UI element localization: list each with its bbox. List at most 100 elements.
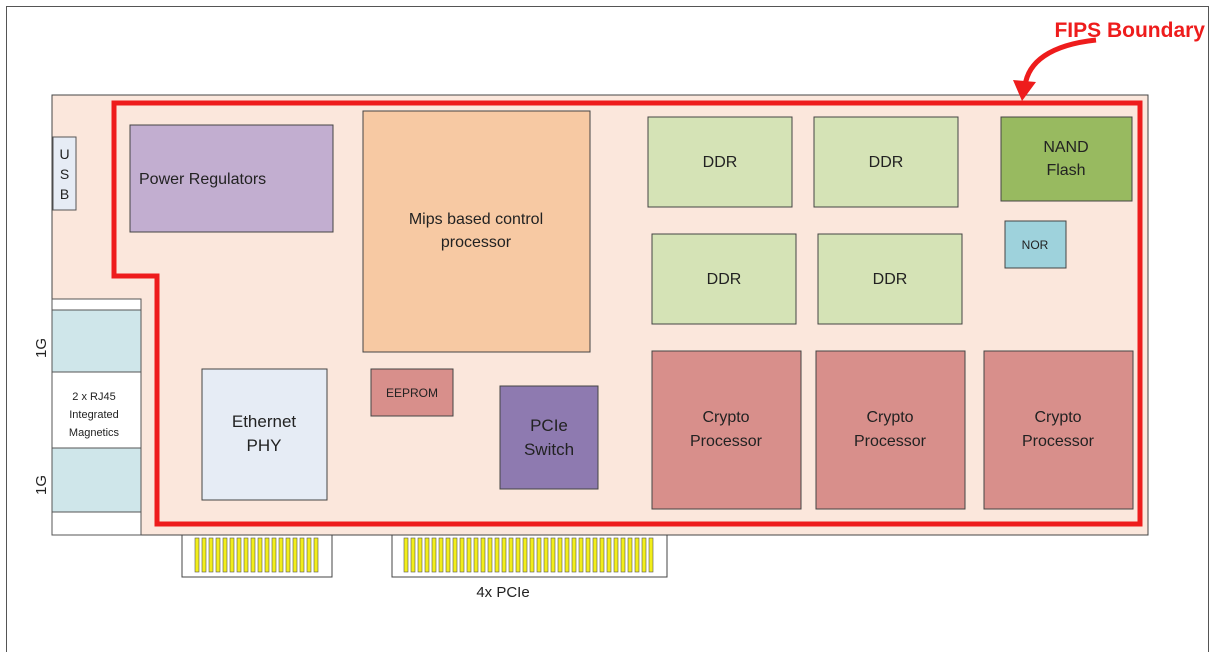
edge-connector-pcie-pin (620, 537, 626, 573)
edge-connector-pcie-pin (480, 537, 486, 573)
ddr-label-2: DDR (869, 154, 904, 171)
edge-connector-left-pin (208, 537, 214, 573)
edge-connector-pcie-pin (529, 537, 535, 573)
edge-connector-left-pins (194, 537, 319, 573)
power-regulators-block (129, 124, 334, 233)
crypto-processor-label-1-line-2: Processor (690, 433, 763, 450)
nor-label: NOR (1022, 238, 1049, 252)
edge-connector-left-pin (278, 537, 284, 573)
rj45-port-bottom (51, 447, 142, 513)
edge-connector-pcie-pins (403, 537, 654, 573)
edge-connector-pcie-pin (466, 537, 472, 573)
edge-connector-left-pin (229, 537, 235, 573)
nand-flash-label-line-2: Flash (1046, 162, 1085, 179)
edge-connector-pcie-pin (410, 537, 416, 573)
fips-boundary-arrowhead (1013, 80, 1036, 101)
edge-connector-left-pin (250, 537, 256, 573)
fips-boundary-title: FIPS Boundary (1054, 19, 1205, 42)
edge-connector-pcie-pin (452, 537, 458, 573)
edge-connector-pcie-pin (564, 537, 570, 573)
edge-connector-pcie-pin (571, 537, 577, 573)
power-regulators-label: Power Regulators (139, 171, 266, 188)
edge-connector-left-pin (313, 537, 319, 573)
ddr-label-1: DDR (703, 154, 738, 171)
edge-connector-pcie-pin (494, 537, 500, 573)
control-processor-block (362, 110, 591, 353)
edge-connector-pcie-pin (403, 537, 409, 573)
crypto-processor-label-3-line-2: Processor (1022, 433, 1095, 450)
edge-connector-pcie-pin (543, 537, 549, 573)
edge-connector-pcie-pin (459, 537, 465, 573)
control-processor-label-line-1: Mips based control (409, 211, 543, 228)
crypto-processor-block-2 (815, 350, 966, 510)
edge-connector-left-pin (271, 537, 277, 573)
edge-connector-pcie-pin (599, 537, 605, 573)
edge-connector-pcie-pin (473, 537, 479, 573)
edge-connector-pcie-pin (585, 537, 591, 573)
port-speed-label-bottom: 1G (33, 475, 50, 495)
diagram-frame (6, 6, 1209, 652)
ethernet-phy-label-line-1: Ethernet (232, 412, 297, 431)
edge-connector-pcie-pin (438, 537, 444, 573)
crypto-processor-block-3 (983, 350, 1134, 510)
eeprom-block (370, 368, 454, 417)
usb-label-b: B (60, 186, 69, 202)
edge-connector-pcie-pin (536, 537, 542, 573)
ddr-block-2 (813, 116, 959, 208)
ethernet-phy-block (201, 368, 328, 501)
edge-connector-pcie-pin (417, 537, 423, 573)
edge-connector-left-pin (194, 537, 200, 573)
usb-label-u: U (59, 146, 69, 162)
rj45-label-line-3: Magnetics (69, 427, 120, 439)
edge-connector-pcie-pin (431, 537, 437, 573)
nand-flash-block (1000, 116, 1133, 202)
edge-connector-pcie-pin (578, 537, 584, 573)
edge-connector-left-pin (222, 537, 228, 573)
ddr-block-4 (817, 233, 963, 325)
ddr-block-1 (647, 116, 793, 208)
edge-connector-pcie-pin (487, 537, 493, 573)
edge-connector-pcie-pin (557, 537, 563, 573)
crypto-processor-label-3-line-1: Crypto (1034, 409, 1081, 426)
ddr-block-3 (651, 233, 797, 325)
nor-block (1004, 220, 1067, 269)
port-speed-label-top: 1G (33, 338, 50, 358)
pcie-switch-label-line-1: PCIe (530, 416, 568, 435)
edge-connector-pcie-pin (613, 537, 619, 573)
edge-connector-pcie-pin (641, 537, 647, 573)
crypto-processor-label-2-line-2: Processor (854, 433, 927, 450)
control-processor-label-line-2: processor (441, 234, 512, 251)
edge-connector-left-pin (306, 537, 312, 573)
pcie-connector-label: 4x PCIe (476, 584, 529, 601)
crypto-processor-label-1-line-1: Crypto (702, 409, 749, 426)
ethernet-phy-label-line-2: PHY (247, 436, 282, 455)
crypto-processor-block-1 (651, 350, 802, 510)
edge-connector-pcie-pin (627, 537, 633, 573)
edge-connector-pcie-pin (550, 537, 556, 573)
usb-label-s: S (60, 166, 69, 182)
fips-boundary-arrow (1022, 37, 1097, 87)
ddr-label-3: DDR (707, 271, 742, 288)
ddr-label-4: DDR (873, 271, 908, 288)
edge-connector-pcie-pin (648, 537, 654, 573)
edge-connector-left-pin (285, 537, 291, 573)
eeprom-label: EEPROM (386, 386, 438, 400)
edge-connector-pcie-pin (592, 537, 598, 573)
edge-connector-left-pin (292, 537, 298, 573)
nand-flash-label-line-1: NAND (1043, 139, 1088, 156)
edge-connector-pcie-pin (515, 537, 521, 573)
fips-boundary-outline (111, 100, 1143, 527)
rj45-label-line-1: 2 x RJ45 (72, 391, 115, 403)
edge-connector-left-pin (215, 537, 221, 573)
edge-connector-left-pin (236, 537, 242, 573)
pcie-switch-label-line-2: Switch (524, 440, 574, 459)
usb-connector (52, 136, 77, 211)
edge-connector-left-pin (201, 537, 207, 573)
rj45-port-top (51, 309, 142, 373)
edge-connector-left-pin (299, 537, 305, 573)
edge-connector-pcie-pin (606, 537, 612, 573)
crypto-processor-label-2-line-1: Crypto (866, 409, 913, 426)
edge-connector-pcie-pin (445, 537, 451, 573)
edge-connector-pcie-pin (508, 537, 514, 573)
